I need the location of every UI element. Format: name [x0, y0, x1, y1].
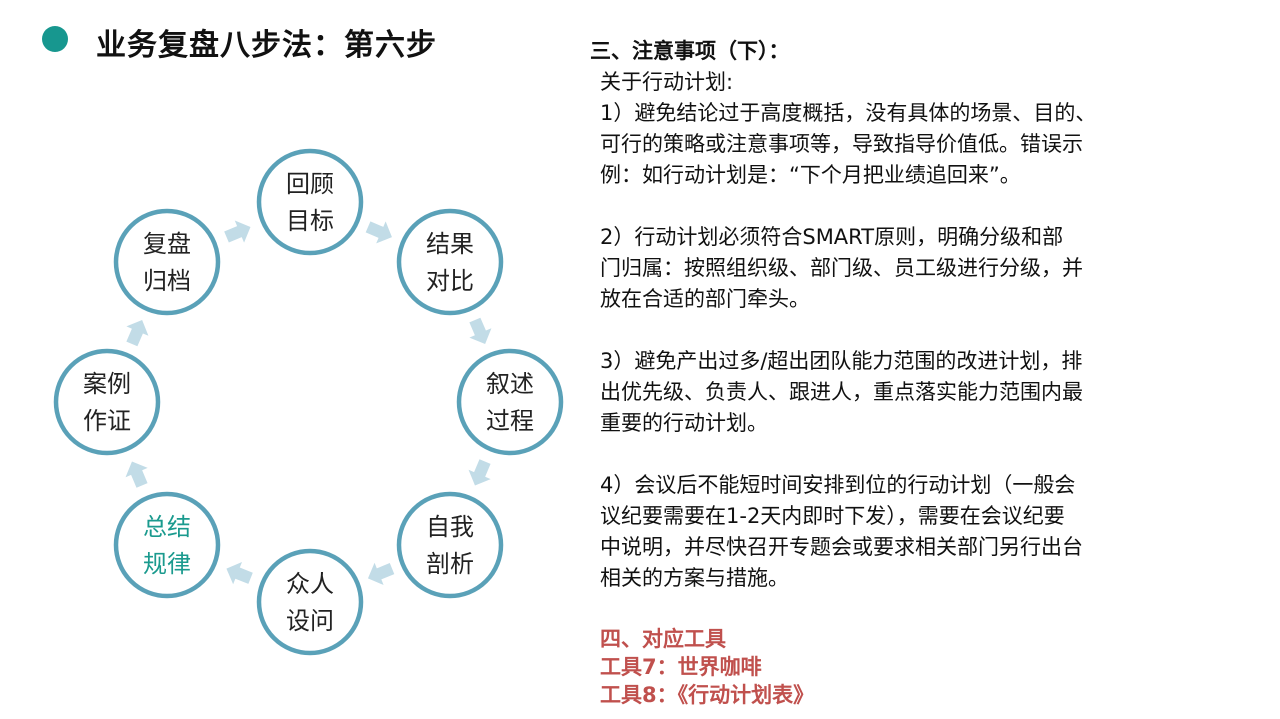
notes-item-list: 1）避免结论过于高度概括，没有具体的场景、目的、可行的策略或注意事项等，导致指导… [590, 98, 1170, 594]
cycle-step-label: 设问 [286, 607, 334, 635]
tools-heading: 四、对应工具 [600, 627, 726, 651]
notes-item: 4）会议后不能短时间安排到位的行动计划（一般会议纪要需要在1-2天内即时下发），… [600, 470, 1170, 594]
notes-subheading: 关于行动计划: [600, 70, 734, 94]
notes-heading: 三、注意事项（下）： [590, 39, 790, 63]
cycle-step-circle [256, 548, 364, 656]
cycle-step-label: 结果 [426, 230, 474, 258]
cycle-step-circle [256, 148, 364, 256]
notes-item: 3）避免产出过多/超出团队能力范围的改进计划，排出优先级、负责人、跟进人，重点落… [600, 346, 1170, 439]
cycle-step-circle [113, 491, 221, 599]
cycle-step-label: 总结 [143, 513, 191, 541]
cycle-step-circle [396, 491, 504, 599]
cycle-step-circle [53, 348, 161, 456]
page-title: 业务复盘八步法：第六步 [96, 28, 437, 63]
notes-panel: 三、注意事项（下）： 关于行动计划: 1）避免结论过于高度概括，没有具体的场景、… [590, 36, 1170, 709]
notes-item-line: 重要的行动计划。 [600, 411, 768, 435]
cycle-step-label: 目标 [286, 207, 334, 235]
cycle-arrow-icon [469, 317, 492, 344]
cycle-step-label: 回顾 [286, 170, 334, 198]
cycle-step-label: 复盘 [143, 230, 191, 258]
cycle-step-label: 叙述 [486, 370, 534, 398]
cycle-arrow-icon [226, 561, 253, 585]
cycle-step-label: 案例 [83, 370, 131, 398]
tool-item: 工具7：世界咖啡 [600, 655, 762, 679]
cycle-step-label: 众人 [286, 570, 334, 598]
cycle-arrow-icon [125, 461, 148, 488]
cycle-step-label: 自我 [426, 513, 474, 541]
tools-section: 四、对应工具 工具7：世界咖啡 工具8：《行动计划表》 [600, 625, 1170, 709]
notes-item-line: 放在合适的部门牵头。 [600, 287, 810, 311]
cycle-step-label: 对比 [426, 267, 474, 295]
notes-item: 1）避免结论过于高度概括，没有具体的场景、目的、可行的策略或注意事项等，导致指导… [600, 98, 1170, 191]
cycle-arrow-icon [365, 221, 392, 244]
notes-item-line: 出优先级、负责人、跟进人，重点落实能力范围内最 [600, 380, 1083, 404]
notes-item-line: 例：如行动计划是：“下个月把业绩追回来”。 [600, 163, 1021, 187]
cycle-step-label: 过程 [486, 407, 534, 435]
cycle-step-label: 规律 [143, 550, 191, 578]
cycle-step-circle [396, 208, 504, 316]
notes-item-line: 3）避免产出过多/超出团队能力范围的改进计划，排 [600, 349, 1083, 373]
tool-item: 工具8：《行动计划表》 [600, 683, 815, 707]
notes-item-line: 1）避免结论过于高度概括，没有具体的场景、目的、 [600, 101, 1097, 125]
cycle-step-label: 作证 [83, 407, 131, 435]
notes-item-line: 门归属：按照组织级、部门级、员工级进行分级，并 [600, 256, 1083, 280]
cycle-arrow-icon [367, 562, 395, 585]
notes-item-line: 中说明，并尽快召开专题会或要求相关部门另行出台 [600, 535, 1083, 559]
notes-item-line: 2）行动计划必须符合SMART原则，明确分级和部 [600, 225, 1064, 249]
title-bullet-icon [42, 26, 68, 52]
cycle-arrow-icon [224, 220, 251, 243]
notes-item-line: 可行的策略或注意事项等，导致指导价值低。错误示 [600, 132, 1083, 156]
notes-item-line: 4）会议后不能短时间安排到位的行动计划（一般会 [600, 473, 1076, 497]
cycle-step-label: 剖析 [426, 550, 474, 578]
notes-item-line: 议纪要需要在1-2天内即时下发），需要在会议纪要 [600, 504, 1065, 528]
cycle-arrow-icon [468, 459, 491, 486]
cycle-step-circle [113, 208, 221, 316]
notes-item-line: 相关的方案与措施。 [600, 566, 789, 590]
cycle-step-label: 归档 [143, 267, 191, 295]
cycle-arrow-icon [126, 320, 149, 347]
notes-item: 2）行动计划必须符合SMART原则，明确分级和部门归属：按照组织级、部门级、员工… [600, 222, 1170, 315]
cycle-step-circle [456, 348, 564, 456]
